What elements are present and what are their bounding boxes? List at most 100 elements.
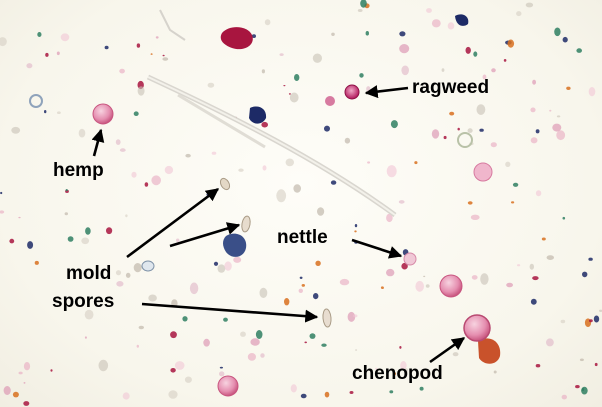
debris-speck <box>65 189 68 192</box>
debris-speck <box>400 361 407 370</box>
debris-speck <box>50 369 53 372</box>
debris-speck <box>289 92 299 103</box>
debris-speck <box>260 353 265 358</box>
label-nettle: nettle <box>277 227 328 248</box>
debris-speck <box>516 11 522 17</box>
debris-speck <box>324 125 330 132</box>
debris-speck <box>530 298 537 305</box>
debris-speck <box>137 86 145 96</box>
debris-speck <box>317 207 325 216</box>
debris-speck <box>300 393 307 399</box>
debris-speck <box>313 293 319 300</box>
debris-speck <box>185 153 191 158</box>
debris-speck <box>505 161 511 167</box>
debris-speck <box>556 115 561 118</box>
debris-speck <box>217 264 226 273</box>
arrow-mold-2 <box>169 222 241 248</box>
debris-speck <box>579 358 584 362</box>
debris-speck <box>176 238 180 243</box>
debris-speck <box>525 2 534 8</box>
debris-speck <box>133 263 142 273</box>
debris-speck <box>375 367 378 370</box>
stain-blob-large <box>220 27 253 50</box>
debris-speck <box>419 386 424 391</box>
debris-speck <box>44 110 47 114</box>
arrow-ragweed <box>364 85 409 99</box>
debris-speck <box>530 137 538 144</box>
debris-speck <box>549 109 552 112</box>
debris-speck <box>170 368 176 373</box>
debris-speck <box>512 182 519 187</box>
debris-speck <box>56 51 60 56</box>
debris-speck <box>503 59 507 62</box>
debris-speck <box>264 19 271 26</box>
debris-speck <box>467 201 473 205</box>
debris-speck <box>223 317 228 322</box>
arrow-nettle <box>351 238 403 259</box>
debris-speck <box>354 230 357 233</box>
debris-speck <box>490 142 497 148</box>
debris-speck <box>57 111 61 114</box>
debris-speck <box>170 331 177 339</box>
debris-speck <box>366 86 371 92</box>
debris-speck <box>251 34 256 38</box>
debris-speck <box>457 127 460 131</box>
debris-speck <box>23 401 30 406</box>
debris-speck <box>560 319 566 324</box>
stain-blob-navy-2 <box>455 14 469 26</box>
label-hemp: hemp <box>53 160 104 181</box>
label-spores: spores <box>52 291 115 312</box>
debris-speck <box>359 73 364 78</box>
arrow-hemp <box>91 128 105 157</box>
debris-speck <box>301 284 305 287</box>
debris-speck <box>425 284 430 288</box>
debris-speck <box>599 309 602 312</box>
debris-speck <box>399 346 402 349</box>
debris-speck <box>211 151 217 155</box>
debris-speck <box>386 165 397 178</box>
debris-speck <box>414 161 418 165</box>
debris-speck <box>517 264 521 267</box>
debris-speck <box>115 270 122 276</box>
debris-speck <box>136 43 141 48</box>
debris-speck <box>207 82 215 88</box>
debris-speck <box>471 275 478 280</box>
debris-speck <box>131 171 137 178</box>
debris-speck <box>441 68 445 72</box>
debris-speck <box>546 338 554 347</box>
debris-speck <box>224 261 232 271</box>
debris-speck <box>285 158 294 167</box>
debris-speck <box>467 128 473 133</box>
debris-speck <box>238 168 244 172</box>
debris-speck <box>168 390 178 399</box>
debris-speck <box>18 216 21 219</box>
debris-speck <box>262 165 267 171</box>
nettle-pollen-grain <box>403 252 417 266</box>
debris-speck <box>189 282 199 295</box>
debris-speck <box>312 53 322 63</box>
mold-spore <box>322 308 332 328</box>
debris-speck <box>426 8 432 13</box>
debris-speck <box>480 273 489 285</box>
debris-speck <box>174 361 185 370</box>
debris-speck <box>581 388 585 391</box>
stain-blob-blue <box>223 233 247 257</box>
debris-speck <box>144 182 149 187</box>
debris-speck <box>575 385 580 389</box>
debris-speck <box>386 213 393 223</box>
debris-speck <box>561 394 567 400</box>
debris-speck <box>588 87 596 97</box>
label-mold: mold <box>66 263 112 284</box>
debris-speck <box>367 161 371 164</box>
debris-speck <box>85 227 91 235</box>
debris-speck <box>84 309 94 320</box>
debris-speck <box>151 175 161 186</box>
debris-speck <box>530 107 536 113</box>
debris-speck <box>155 36 159 39</box>
pollen-grain-bottom <box>217 375 239 397</box>
label-ragweed: ragweed <box>412 77 490 98</box>
stain-blob-orange <box>478 338 501 364</box>
debris-speck <box>0 37 7 47</box>
debris-speck <box>552 123 562 132</box>
